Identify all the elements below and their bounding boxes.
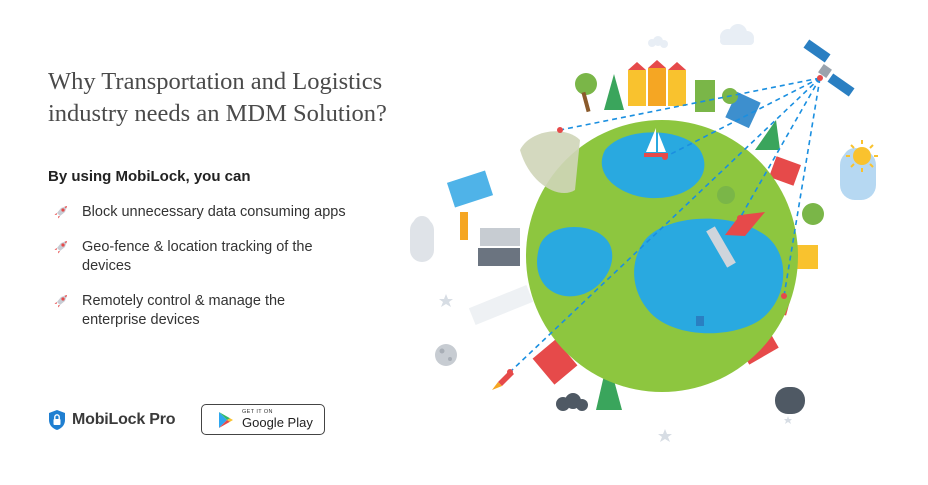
google-play-button[interactable]: GET IT ON Google Play xyxy=(201,404,325,435)
feature-text-line-1: Block unnecessary data consuming apps xyxy=(82,204,346,220)
lighthouse-icon xyxy=(706,212,765,268)
feature-text-line-1: Remotely control & manage the xyxy=(82,293,286,309)
rocket-icon xyxy=(54,206,67,219)
google-play-icon xyxy=(219,411,233,428)
cloud-icon xyxy=(720,24,754,45)
section-subheading: By using MobiLock, you can xyxy=(48,168,251,185)
satellite-icon xyxy=(803,39,855,97)
page-title: Why Transportation and Logistics industr… xyxy=(48,66,428,130)
rocket-icon xyxy=(54,241,67,254)
feature-item: Block unnecessary data consuming apps xyxy=(52,203,392,222)
feature-text-line-2: enterprise devices xyxy=(82,312,200,328)
sailboat-icon xyxy=(644,128,668,157)
brand-logo: MobiLock Pro xyxy=(47,409,176,431)
sun-icon xyxy=(846,140,878,172)
feature-list: Block unnecessary data consuming apps Ge… xyxy=(52,203,392,346)
star-icon xyxy=(439,294,792,442)
feature-item: Geo-fence & location tracking of the dev… xyxy=(52,238,392,276)
cloud-icon xyxy=(410,216,434,262)
feature-text-line-1: Geo-fence & location tracking of the xyxy=(82,239,313,255)
brand-name: MobiLock Pro xyxy=(72,411,176,428)
network-link-nodes xyxy=(507,75,823,375)
rocket-icon xyxy=(54,295,67,308)
feature-text-line-2: devices xyxy=(82,258,132,274)
store-badge-caption: GET IT ON xyxy=(242,409,273,415)
globe xyxy=(520,120,798,392)
cloud-icon xyxy=(556,387,805,414)
trees xyxy=(550,73,824,410)
globe-illustration xyxy=(410,24,878,442)
lock-shield-icon xyxy=(49,410,65,430)
store-badge-name: Google Play xyxy=(242,415,313,430)
moon-icon xyxy=(435,344,457,366)
cloud-icon xyxy=(648,36,668,48)
page-title-line-2: industry needs an MDM Solution? xyxy=(48,100,387,127)
page-title-line-1: Why Transportation and Logistics xyxy=(48,68,383,95)
network-link-lines xyxy=(509,77,821,373)
feature-item: Remotely control & manage the enterprise… xyxy=(52,292,392,330)
